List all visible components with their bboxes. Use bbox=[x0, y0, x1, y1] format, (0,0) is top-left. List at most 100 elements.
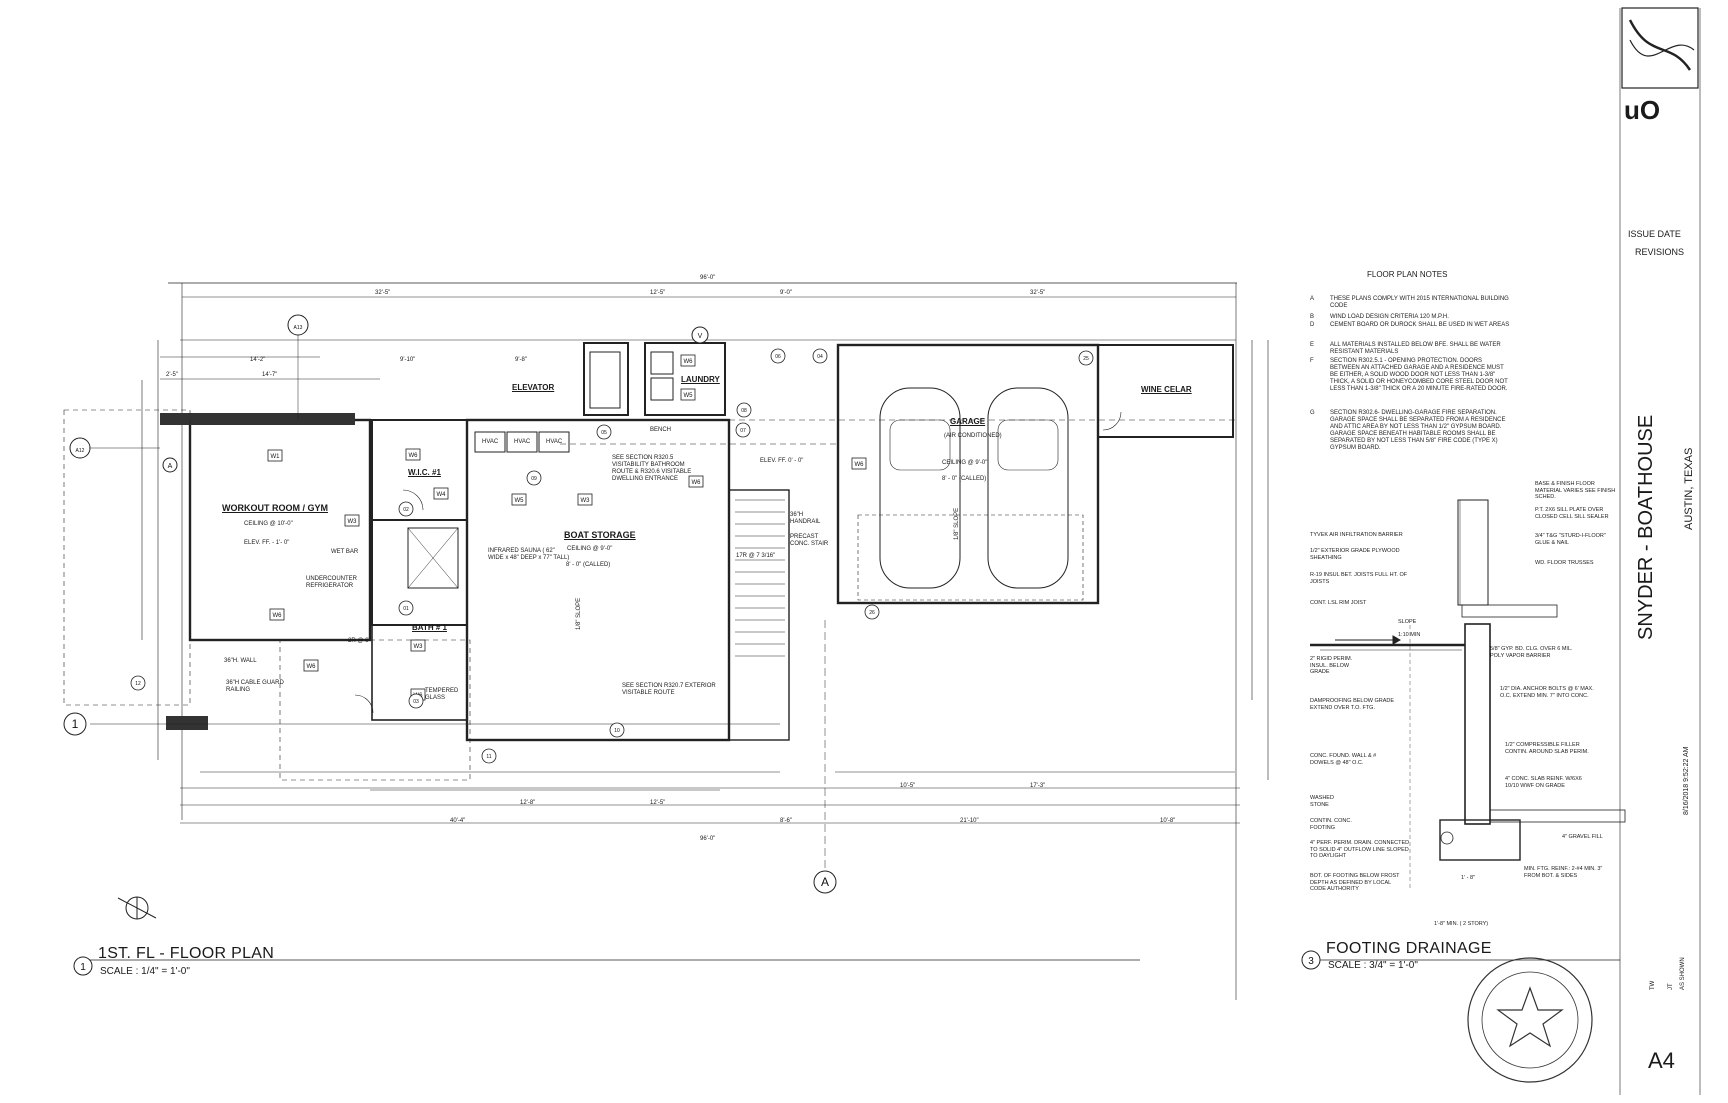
door-tag-circle bbox=[408, 693, 424, 709]
dim-workout-width: 14'-2" bbox=[250, 357, 266, 363]
label-cable-railing: 36"H CABLE GUARD RAILING bbox=[226, 680, 284, 693]
door-tag: 09 bbox=[531, 476, 537, 482]
label-wet-bar: WET BAR bbox=[331, 549, 359, 555]
window-tag: W6 bbox=[684, 359, 694, 365]
notes-title: FLOOR PLAN NOTES bbox=[1367, 270, 1448, 279]
callout-bot-footing: BOT. OF FOOTING BELOW FROST DEPTH AS DEF… bbox=[1310, 873, 1400, 892]
label-hvac-2: HVAC bbox=[514, 439, 531, 445]
window-tag: W5 bbox=[515, 498, 525, 504]
door-tag: 08 bbox=[741, 408, 747, 414]
dim-bottom-6: 12'-5" bbox=[650, 800, 666, 806]
label-visitability: SEE SECTION R320.5 VISITABILITY BATHROOM… bbox=[612, 455, 692, 482]
door-tag: 06 bbox=[775, 354, 781, 360]
label-elev-ff: ELEV. FF. 0' - 0" bbox=[760, 458, 804, 464]
callout-sill-plate: P.T. 2X6 SILL PLATE OVER CLOSED CELL SIL… bbox=[1535, 507, 1609, 520]
checked-by: JT bbox=[1668, 983, 1674, 990]
window-tag-box bbox=[267, 449, 283, 462]
door-tag: 07 bbox=[740, 428, 746, 434]
door-tag: 26 bbox=[869, 610, 875, 616]
callout-slope-min: 1:10 MIN bbox=[1398, 632, 1421, 638]
room-garage: GARAGE bbox=[950, 417, 986, 426]
grid-bubble-1: 1 bbox=[72, 717, 79, 731]
issue-date-label: ISSUE DATE bbox=[1628, 229, 1681, 239]
dim-bottom-5: 12'-8" bbox=[520, 800, 536, 806]
callout-anchor: 1/2" DIA. ANCHOR BOLTS @ 6' MAX. O.C. EX… bbox=[1500, 686, 1594, 699]
window-tag-box bbox=[577, 493, 593, 506]
callout-damp: DAMPROOFING BELOW GRADE EXTEND OVER T.O.… bbox=[1310, 698, 1395, 711]
sheet-number: A4 bbox=[1648, 1048, 1675, 1073]
window-tag-box bbox=[680, 354, 696, 367]
callout-found-wall: CONC. FOUND. WALL & # DOWELS @ 48" O.C. bbox=[1310, 753, 1377, 766]
door-tag-circle bbox=[609, 722, 625, 738]
window-tag-box bbox=[433, 487, 449, 500]
window-tag: W5 bbox=[684, 393, 694, 399]
note-text: ALL MATERIALS INSTALLED BELOW BFE. SHALL… bbox=[1330, 342, 1501, 355]
door-tag: 04 bbox=[817, 354, 823, 360]
door-tag-circle bbox=[736, 402, 752, 418]
firm-logo: uO bbox=[1624, 95, 1661, 125]
note-key: A bbox=[1310, 296, 1315, 302]
note-key: B bbox=[1310, 314, 1315, 320]
label-sauna: INFRARED SAUNA ( 62" WIDE x 48" DEEP x 7… bbox=[488, 548, 570, 561]
revisions-label: REVISIONS bbox=[1635, 247, 1685, 257]
callout-filler: 1/2" COMPRESSIBLE FILLER CONTIN. AROUND … bbox=[1505, 742, 1589, 755]
room-wic: W.I.C. #1 bbox=[408, 468, 441, 477]
garage-ceiling: CEILING @ 9'-0" bbox=[942, 460, 988, 466]
note-text: WIND LOAD DESIGN CRITERIA 120 M.P.H. bbox=[1330, 314, 1449, 320]
footing-scale: SCALE : 3/4" = 1'-0" bbox=[1328, 960, 1418, 971]
room-workout: WORKOUT ROOM / GYM bbox=[222, 503, 328, 513]
plan-scale: SCALE : 1/4" = 1'-0" bbox=[100, 966, 190, 977]
dim-top-3: 9'-0" bbox=[780, 290, 792, 296]
dim-top-2: 12'-5" bbox=[650, 290, 666, 296]
project-name: SNYDER - BOATHOUSE bbox=[1635, 414, 1657, 640]
callout-min-width: 1'-8" MIN. ( 2 STORY) bbox=[1434, 921, 1489, 927]
room-bath: BATH # 1 bbox=[412, 623, 447, 632]
door-tag-circle bbox=[864, 604, 880, 620]
callout-slab: 4" CONC. SLAB REINF. W/6X6 10/10 WWF ON … bbox=[1505, 776, 1582, 789]
dim-top-4: 32'-5" bbox=[1030, 290, 1046, 296]
label-handrail: 36"H HANDRAIL bbox=[790, 512, 821, 525]
callout-rigid: 2" RIGID PERIM. INSUL. BELOW GRADE bbox=[1310, 656, 1353, 675]
callout-lsl: CONT. LSL RIM JOIST bbox=[1310, 600, 1367, 606]
note-key: G bbox=[1310, 410, 1315, 416]
label-slope-boat: 1/8" SLOPE bbox=[576, 597, 582, 630]
dim-bottom-4: 8'-6" bbox=[780, 818, 792, 824]
room-wine-cellar: WINE CELAR bbox=[1141, 385, 1192, 394]
note-text: CEMENT BOARD OR DUROCK SHALL BE USED IN … bbox=[1330, 322, 1510, 328]
dim-workout-inner: 14'-7" bbox=[262, 372, 278, 378]
note-key: E bbox=[1310, 342, 1315, 348]
window-tag: W3 bbox=[414, 644, 424, 650]
workout-elevation: ELEV. FF. - 1'- 0" bbox=[244, 540, 290, 546]
door-tag: 12 bbox=[135, 681, 141, 687]
window-tag: W6 bbox=[855, 462, 865, 468]
window-tag-box bbox=[344, 514, 360, 527]
dim-boat-width: 9'-8" bbox=[515, 357, 527, 363]
door-tag: 02 bbox=[403, 507, 409, 513]
callout-contin-footing: CONTIN. CONC. FOOTING bbox=[1310, 818, 1352, 831]
door-tag: 03 bbox=[413, 699, 419, 705]
label-precast-stair: PRECAST CONC. STAIR bbox=[790, 534, 829, 547]
drawn-by: TW bbox=[1650, 980, 1656, 990]
note-key: F bbox=[1310, 358, 1314, 364]
grid-bubble-v: V bbox=[698, 333, 703, 340]
dim-left-offset: 2'-5" bbox=[166, 372, 178, 378]
door-tag: 10 bbox=[614, 728, 620, 734]
window-tag: W3 bbox=[581, 498, 591, 504]
window-tag: W4 bbox=[437, 492, 447, 498]
dim-overall-top: 96'-0" bbox=[700, 275, 716, 281]
callout-slope: SLOPE bbox=[1398, 619, 1417, 625]
window-tag-box bbox=[511, 493, 527, 506]
window-tag: W6 bbox=[409, 453, 419, 459]
dim-overall-bottom: 96'-0" bbox=[700, 836, 716, 842]
architect-seal-icon bbox=[1467, 957, 1593, 1083]
detail-view-number: 3 bbox=[1308, 956, 1314, 967]
door-tag-circle bbox=[481, 748, 497, 764]
callout-gyp: 5/8" GYP. BD. CLG. OVER 6 MIL. POLY VAPO… bbox=[1490, 646, 1573, 659]
plan-title: 1ST. FL - FLOOR PLAN bbox=[98, 945, 275, 962]
room-laundry: LAUNDRY bbox=[681, 375, 720, 384]
garage-called-height: 8' - 0" (CALLED) bbox=[942, 476, 987, 482]
door-tag: 11 bbox=[486, 754, 491, 760]
door-tag-circle bbox=[398, 600, 414, 616]
